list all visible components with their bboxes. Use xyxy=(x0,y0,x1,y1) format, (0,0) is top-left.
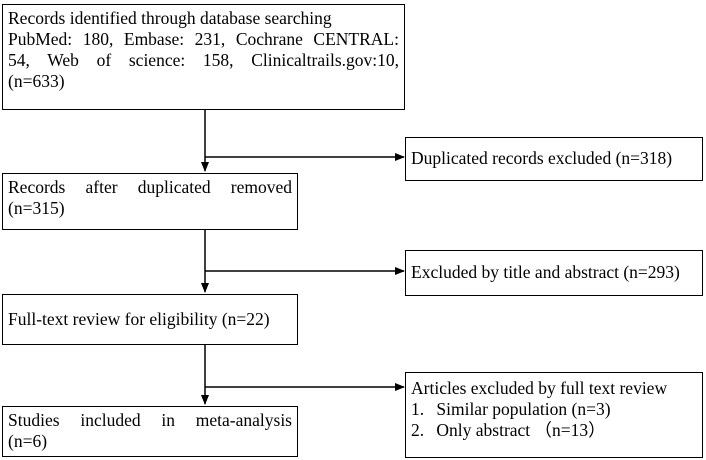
duplicates-excluded-box: Duplicated records excluded (n=318) xyxy=(405,137,703,181)
duplicates-excluded-text: Duplicated records excluded (n=318) xyxy=(411,148,673,168)
studies-included-box: Studies included in meta-analysis (n=6) xyxy=(2,406,298,457)
fulltext-review-text: Full-text review for eligibility (n=22) xyxy=(8,309,270,329)
fulltext-excluded-box: Articles excluded by full text review 1.… xyxy=(405,372,703,458)
fulltext-excluded-item-text: Similar population (n=3) xyxy=(436,399,611,419)
fulltext-excluded-item-text: Only abstract （n=13） xyxy=(436,420,606,440)
records-identified-sources-1: PubMed: 180, Embase: 231, Cochrane CENTR… xyxy=(8,29,399,49)
records-identified-title: Records identified through database sear… xyxy=(8,8,332,28)
fulltext-review-box: Full-text review for eligibility (n=22) xyxy=(2,294,298,345)
records-after-duplicates-title: Records after duplicated removed xyxy=(8,177,292,197)
records-identified-sources-2: 54, Web of science: 158, Clinicaltrails.… xyxy=(8,50,399,70)
title-abstract-excluded-box: Excluded by title and abstract (n=293) xyxy=(405,250,703,296)
records-identified-box: Records identified through database sear… xyxy=(2,4,405,110)
title-abstract-excluded-text: Excluded by title and abstract (n=293) xyxy=(411,262,680,282)
studies-included-title: Studies included in meta-analysis xyxy=(8,410,292,430)
records-after-duplicates-box: Records after duplicated removed (n=315) xyxy=(2,173,298,230)
records-after-duplicates-count: (n=315) xyxy=(8,198,65,218)
fulltext-excluded-item: 2. Only abstract （n=13） xyxy=(411,420,697,441)
records-identified-count: (n=633) xyxy=(8,71,65,91)
studies-included-count: (n=6) xyxy=(8,431,48,451)
fulltext-excluded-item: 1. Similar population (n=3) xyxy=(411,399,697,420)
fulltext-excluded-item-number: 1. xyxy=(411,399,425,419)
fulltext-excluded-item-number: 2. xyxy=(411,420,425,440)
fulltext-excluded-title: Articles excluded by full text review xyxy=(411,378,668,398)
